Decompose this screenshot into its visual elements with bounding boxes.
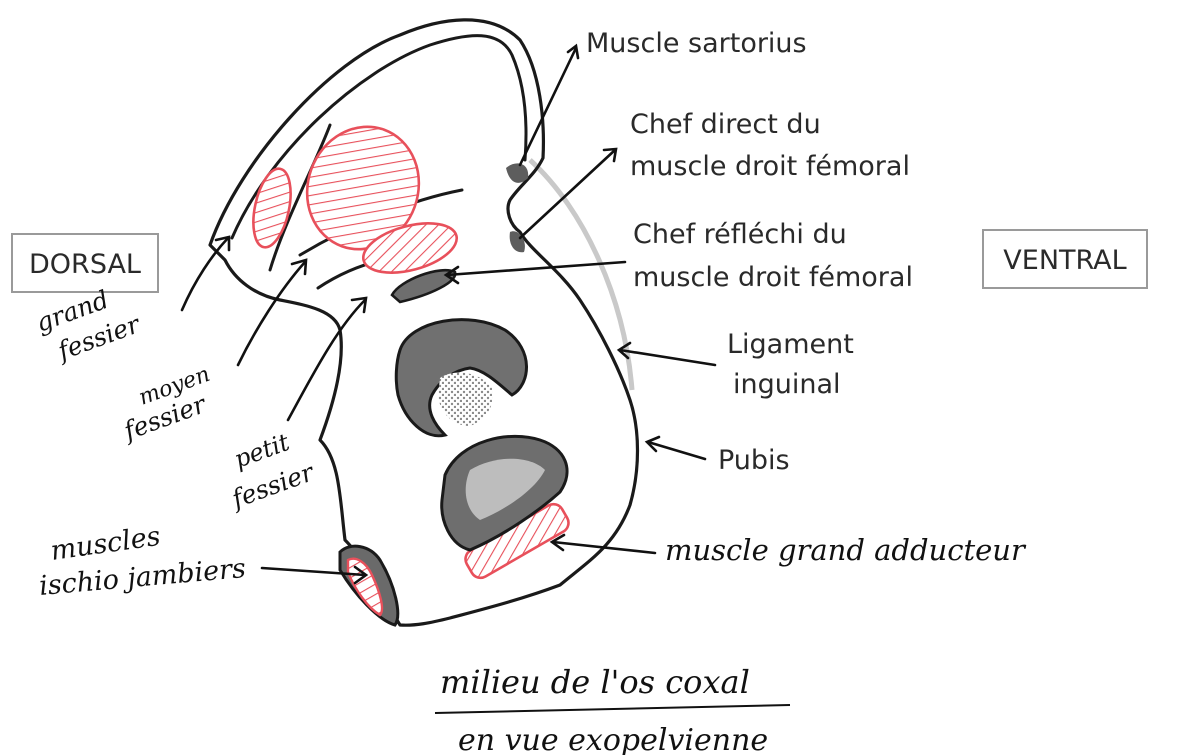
inguinal-ligament-line xyxy=(528,158,635,391)
sartorius-label: Muscle sartorius xyxy=(586,28,807,59)
ischio-jambiers-arrowhead xyxy=(353,565,369,585)
petit-fessier-arrowhead xyxy=(350,296,368,314)
chef-reflechi-arrowhead xyxy=(443,265,460,285)
petit-fessier-arrow xyxy=(286,298,367,422)
chef-reflechi-arrow xyxy=(445,260,627,277)
ligament-label-line2: inguinal xyxy=(733,369,841,400)
ischio-jambiers-label-line1: muscles xyxy=(49,521,163,567)
obturator-foramen-inner xyxy=(465,458,545,520)
caption-underline-1 xyxy=(434,704,791,714)
chef-direct-arrowhead xyxy=(602,147,618,163)
moyen-fessier-insertion xyxy=(305,125,421,251)
petit-fessier-insertion xyxy=(361,222,459,274)
acetabular-fossa xyxy=(438,372,493,426)
hip-bone-outline xyxy=(208,18,640,627)
chef-direct-label-line2: muscle droit fémoral xyxy=(630,151,910,182)
caption-line2: en vue exopelvienne xyxy=(458,723,768,755)
grand-adducteur-arrow xyxy=(551,540,657,555)
ventral-box xyxy=(982,229,1148,289)
iliac-crest-inner-line xyxy=(230,34,528,240)
pubis-arrow xyxy=(646,440,707,461)
moyen-fessier-arrowhead xyxy=(290,258,308,276)
grand-fessier-arrow xyxy=(180,236,230,312)
caption-line1: milieu de l'os coxal xyxy=(440,663,750,701)
acetabulum xyxy=(394,318,528,438)
ligament-label-line1: Ligament xyxy=(727,329,854,360)
dorsal-label: DORSAL xyxy=(29,249,141,280)
chef-reflechi-label-line1: Chef réfléchi du xyxy=(633,219,847,250)
ischio-jambiers-arrow xyxy=(260,566,367,577)
ischio-jambiers-red xyxy=(346,557,384,617)
grand-fessier-arrowhead xyxy=(214,235,231,252)
dorsal-box xyxy=(11,233,159,293)
posterior-gluteal-line xyxy=(268,123,332,272)
chef-direct-insertion xyxy=(506,163,529,183)
sartorius-arrowhead xyxy=(566,43,580,60)
ventral-label: VENTRAL xyxy=(1003,245,1126,276)
grand-adducteur-arrowhead xyxy=(549,533,566,552)
moyen-fessier-arrow xyxy=(236,260,307,367)
pubis-label: Pubis xyxy=(718,445,790,476)
ligament-arrowhead xyxy=(616,341,632,360)
grand-adducteur-label: muscle grand adducteur xyxy=(665,533,1027,567)
chef-reflechi-insertion xyxy=(390,269,457,304)
grand-fessier-insertion xyxy=(252,167,292,249)
chef-reflechi-label-line2: muscle droit fémoral xyxy=(633,262,913,293)
sartorius-arrow xyxy=(518,46,578,167)
ligament-arrow xyxy=(618,348,717,367)
chef-direct-arrow xyxy=(518,148,617,240)
chef-direct-label-line1: Chef direct du xyxy=(630,109,821,140)
pubis-arrowhead xyxy=(644,435,661,453)
